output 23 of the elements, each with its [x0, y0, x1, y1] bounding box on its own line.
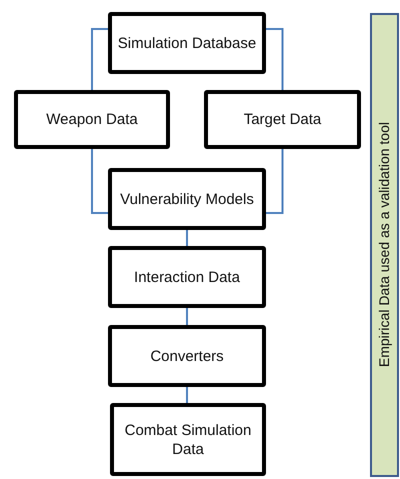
connector-line [186, 387, 188, 403]
process-box [108, 12, 266, 74]
connector-line [266, 28, 284, 90]
node-label: Simulation Database [118, 34, 256, 52]
connector-line [91, 149, 108, 214]
connector-line [91, 28, 108, 90]
process-box [108, 325, 266, 387]
side-panel [370, 13, 399, 477]
process-box [108, 168, 266, 230]
process-box [204, 90, 361, 149]
node-label: Interaction Data [134, 268, 240, 286]
connector-line [186, 230, 188, 246]
node-label: Vulnerability Models [120, 190, 254, 208]
connector-line [186, 308, 188, 325]
process-box [110, 403, 266, 476]
node-label: Combat Simulation Data [124, 420, 252, 458]
node-label: Empirical Data used as a validation tool [375, 122, 393, 368]
connector-line [266, 149, 284, 214]
node-label: Weapon Data [46, 110, 138, 129]
node-label: Target Data [244, 110, 322, 129]
node-label: Converters [150, 346, 224, 366]
process-box [108, 246, 266, 308]
process-box [14, 90, 170, 149]
